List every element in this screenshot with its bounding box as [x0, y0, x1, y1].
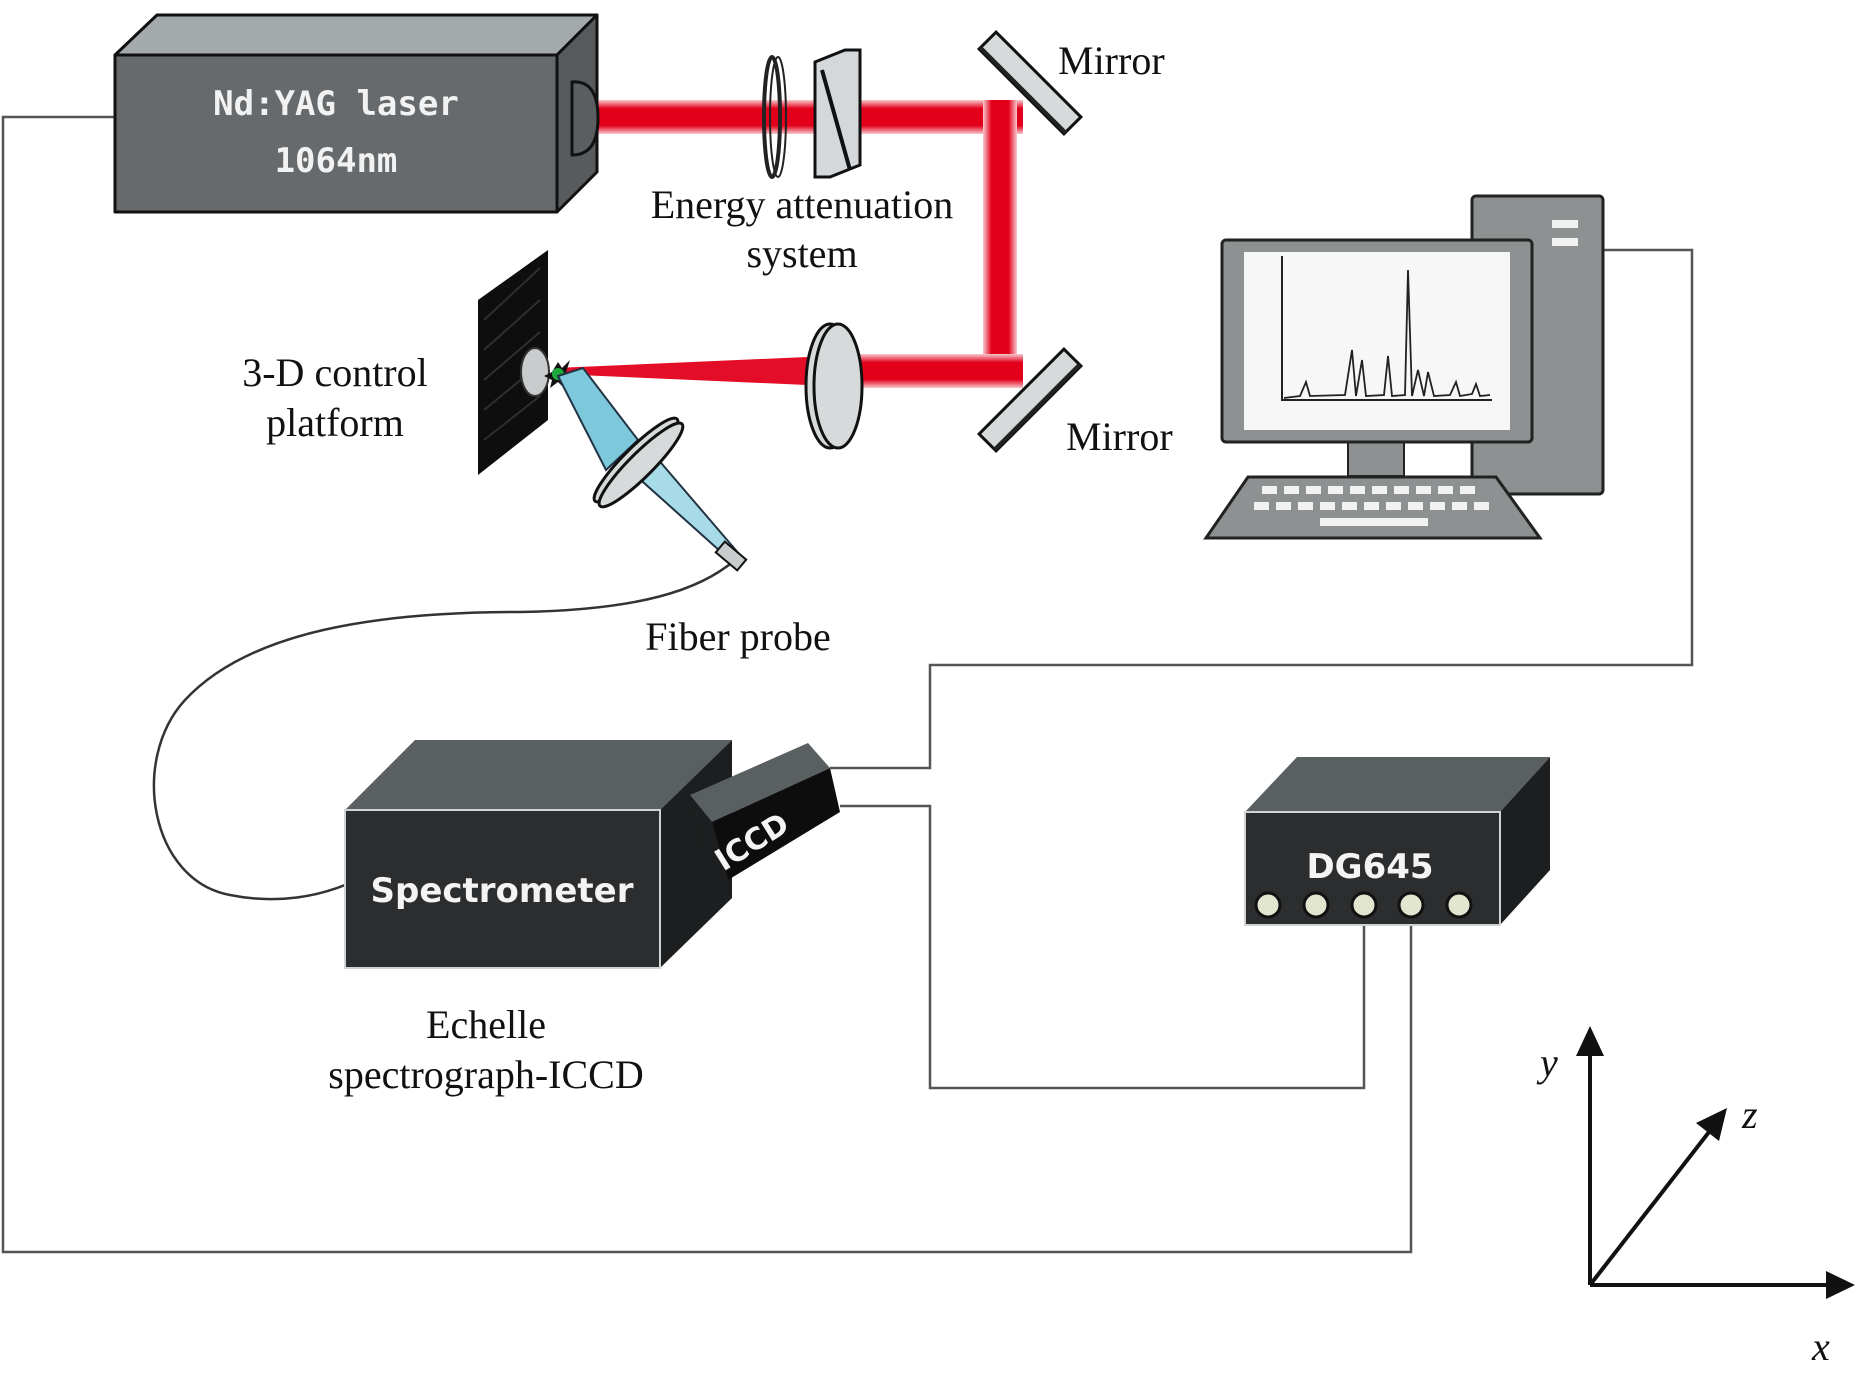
fiber-probe-label: Fiber probe [645, 614, 831, 659]
iccd-top-face [690, 743, 830, 822]
keyboard-key [1298, 502, 1313, 510]
coordinate-axes: y z x [1536, 1026, 1855, 1369]
computer [1203, 194, 1605, 540]
keyboard-key [1474, 502, 1489, 510]
keyboard-key [1262, 486, 1277, 494]
keyboard-key [1276, 502, 1291, 510]
monitor-stand [1347, 441, 1405, 477]
focused-beam [555, 356, 830, 386]
fiber-probe-head [714, 540, 748, 572]
z-axis-arrowhead [1696, 1108, 1727, 1141]
z-axis [1588, 1121, 1718, 1287]
echelle-spectrograph: Spectrometer [344, 740, 732, 969]
dg645-ports [1254, 891, 1473, 919]
laser-wavelength: 1064nm [275, 141, 398, 181]
keyboard-key [1342, 502, 1357, 510]
keyboard-key [1438, 486, 1453, 494]
waveplate [762, 55, 782, 179]
keyboard-key [1364, 502, 1379, 510]
computer-iccd-wire [830, 248, 1694, 770]
keyboard-keys [1254, 486, 1489, 510]
drive-bay-2 [1552, 238, 1578, 246]
keyboard-key [1416, 486, 1431, 494]
laser-beam-segment-1 [598, 100, 1023, 134]
drive-bay-1 [1552, 220, 1578, 228]
attenuation-label-line2: system [746, 231, 857, 276]
spectrometer-label: Spectrometer [371, 871, 634, 911]
collection-optics: Fiber probe [556, 366, 831, 659]
iccd-dg645-wire [840, 804, 1366, 1090]
collection-lens [592, 416, 685, 509]
laser-beam-segment-2 [983, 100, 1017, 388]
keyboard-key [1408, 502, 1423, 510]
3d-control-platform: 3-D control platform [242, 250, 574, 475]
mirror-bottom-label: Mirror [1066, 414, 1173, 459]
port-5 [1445, 891, 1473, 919]
keyboard-spacebar [1320, 518, 1428, 526]
port-1 [1254, 891, 1282, 919]
laser-top-face [113, 13, 599, 57]
x-axis-label: x [1811, 1324, 1830, 1369]
platform-label-line1: 3-D control [242, 350, 428, 395]
port-4 [1397, 891, 1425, 919]
nd-yag-laser: Nd:YAG laser 1064nm [113, 13, 600, 214]
mirror-top-label: Mirror [1058, 38, 1165, 83]
keyboard-key [1386, 502, 1401, 510]
laser-name: Nd:YAG laser [213, 84, 459, 124]
laser-trigger-wire [1, 115, 1413, 1254]
laser-front-face [113, 53, 559, 214]
spectrometer-front-face [344, 809, 661, 969]
dg645-side-face [1500, 757, 1550, 925]
iccd-back-face [690, 795, 728, 880]
spectrograph-caption-line1: Echelle [426, 1002, 546, 1047]
energy-attenuation-system: Energy attenuation system [651, 48, 954, 276]
z-axis-label: z [1741, 1092, 1758, 1137]
keyboard-key [1254, 502, 1269, 510]
spectrograph-caption-line2: spectrograph-ICCD [328, 1052, 643, 1097]
dg645-delay-generator: DG645 [1244, 757, 1550, 926]
keyboard-key [1328, 486, 1343, 494]
port-2 [1302, 891, 1330, 919]
keyboard-key [1394, 486, 1409, 494]
keyboard-key [1460, 486, 1475, 494]
polarizer-cube [813, 48, 862, 179]
spectrum-plot-icon [1281, 256, 1492, 401]
y-axis-arrowhead [1576, 1026, 1604, 1056]
sample [520, 347, 550, 397]
keyboard-key [1306, 486, 1321, 494]
mirror-top [976, 29, 1084, 137]
attenuation-label-line1: Energy attenuation [651, 182, 954, 227]
keyboard-key [1350, 486, 1365, 494]
monitor-screen [1244, 252, 1510, 430]
platform-label-line2: platform [266, 400, 404, 445]
keyboard-key [1372, 486, 1387, 494]
x-axis-arrowhead [1826, 1271, 1855, 1299]
laser-aperture [570, 80, 600, 157]
optical-fiber [152, 559, 736, 901]
iccd-front-face [712, 768, 840, 880]
keyboard-key [1284, 486, 1299, 494]
focusing-lens [804, 322, 864, 450]
dg645-top-face [1245, 757, 1550, 812]
spectrometer-top-face [345, 740, 732, 810]
keyboard-key [1320, 502, 1335, 510]
dg645-label: DG645 [1306, 847, 1433, 887]
mirror-bottom [976, 346, 1084, 454]
keyboard-key [1452, 502, 1467, 510]
y-axis-label: y [1536, 1040, 1558, 1085]
sample-holder-plate [478, 250, 548, 475]
keyboard-key [1430, 502, 1445, 510]
port-3 [1350, 891, 1378, 919]
